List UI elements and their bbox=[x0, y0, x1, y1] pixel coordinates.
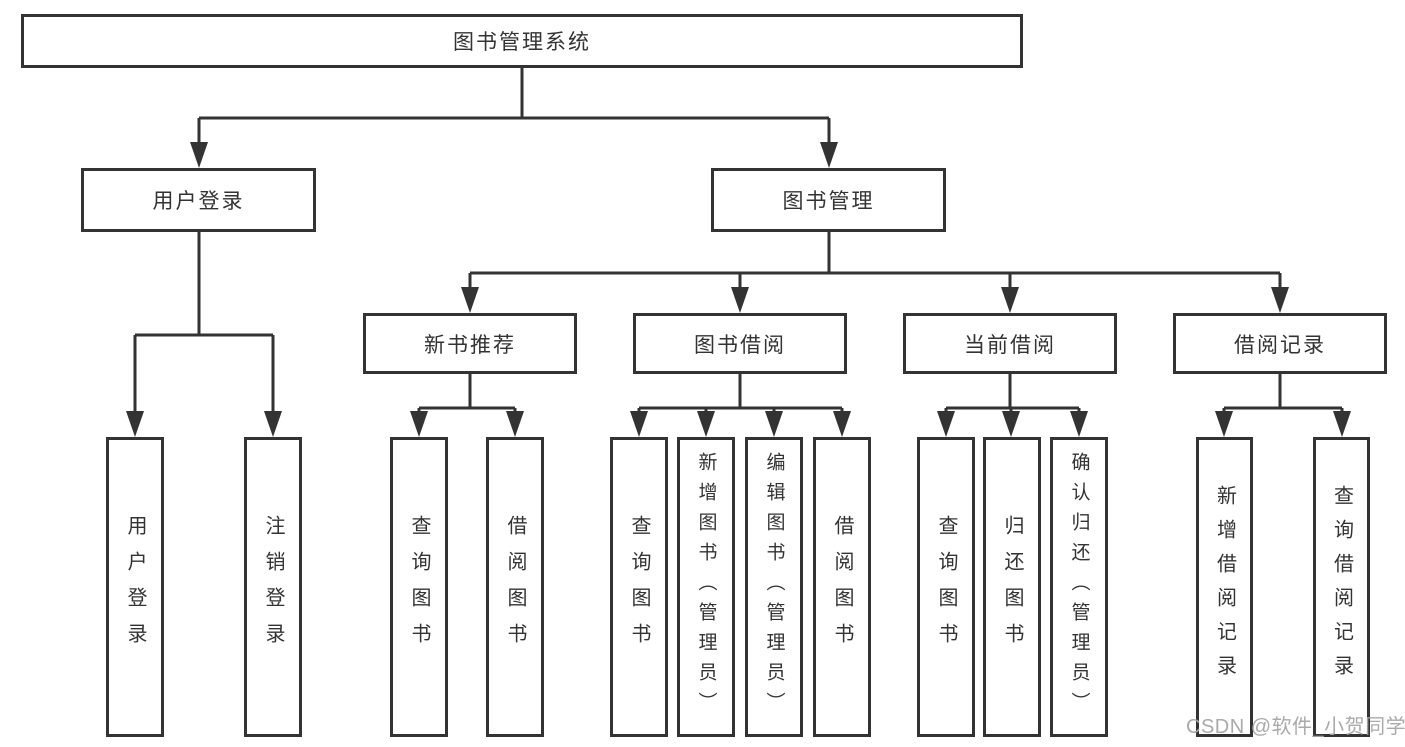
node-new-book-recommend: 新书推荐 bbox=[363, 313, 577, 374]
leaf-query-books-3: 查询图书 bbox=[917, 437, 975, 737]
leaf-query-borrow-record: 查询借阅记录 bbox=[1313, 437, 1370, 737]
leaf-return-books: 归还图书 bbox=[983, 437, 1041, 737]
node-book-borrowing: 图书借阅 bbox=[633, 313, 847, 374]
node-library-management-system: 图书管理系统 bbox=[21, 14, 1023, 68]
leaf-add-borrow-record: 新增借阅记录 bbox=[1196, 437, 1253, 737]
vertical-label: 查询图书 bbox=[935, 515, 957, 659]
arrowheads bbox=[126, 142, 1351, 437]
vertical-label: 查询借阅记录 bbox=[1330, 485, 1353, 689]
leaf-query-books-2: 查询图书 bbox=[610, 437, 668, 737]
leaf-borrow-books-1: 借阅图书 bbox=[486, 437, 544, 737]
leaf-query-books-1: 查询图书 bbox=[390, 437, 448, 737]
vertical-label: 注销登录 bbox=[262, 515, 284, 659]
leaf-add-book-admin: 新增图书（管理员） bbox=[677, 437, 735, 737]
vertical-label: 查询图书 bbox=[628, 515, 650, 659]
node-current-borrowing: 当前借阅 bbox=[903, 313, 1117, 374]
leaf-logout: 注销登录 bbox=[244, 437, 302, 737]
vertical-label: 查询图书 bbox=[408, 515, 430, 659]
node-user-login: 用户登录 bbox=[81, 168, 316, 232]
leaf-confirm-return-admin: 确认归还（管理员） bbox=[1050, 437, 1108, 737]
vertical-label: 借阅图书 bbox=[504, 515, 526, 659]
vertical-label: 新增借阅记录 bbox=[1213, 485, 1236, 689]
csdn-watermark: CSDN @软件_小贺同学 bbox=[1186, 716, 1405, 738]
vertical-label: 借阅图书 bbox=[831, 515, 853, 659]
vertical-label: 新增图书（管理员） bbox=[695, 452, 717, 722]
leaf-borrow-books-2: 借阅图书 bbox=[813, 437, 871, 737]
vertical-label: 编辑图书（管理员） bbox=[763, 452, 785, 722]
vertical-label: 归还图书 bbox=[1001, 515, 1023, 659]
node-borrowing-records: 借阅记录 bbox=[1173, 313, 1387, 374]
vertical-label: 用户登录 bbox=[124, 515, 146, 659]
leaf-user-login: 用户登录 bbox=[106, 437, 164, 737]
leaf-edit-book-admin: 编辑图书（管理员） bbox=[745, 437, 803, 737]
node-book-management: 图书管理 bbox=[711, 168, 946, 232]
vertical-label: 确认归还（管理员） bbox=[1068, 452, 1090, 722]
